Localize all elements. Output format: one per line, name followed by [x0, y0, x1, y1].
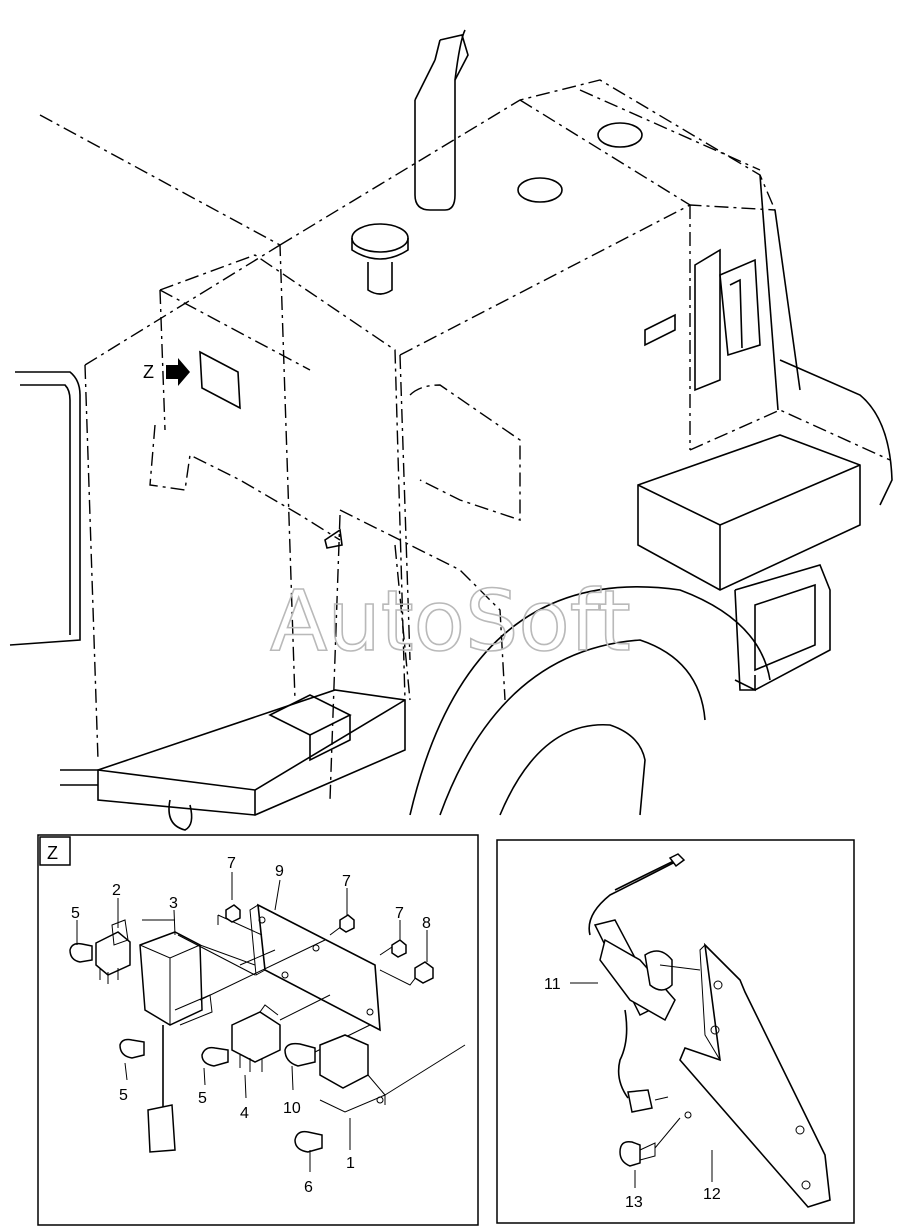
- callout-4: 4: [240, 1105, 249, 1122]
- plate-12: [679, 942, 831, 1208]
- callout-3: 3: [169, 895, 178, 912]
- detail-z-panel: Z: [37, 834, 479, 1226]
- part-3-module: [139, 931, 203, 1026]
- part-4-relay: [231, 1011, 281, 1063]
- machine-overview: Z AutoSoft: [9, 29, 893, 831]
- relay-location-plate: [199, 350, 241, 410]
- nut-8: [414, 961, 434, 984]
- callout-5c: 5: [198, 1090, 207, 1107]
- callout-1: 1: [346, 1155, 355, 1172]
- callout-5a: 5: [71, 905, 80, 922]
- nut-7b: [339, 914, 355, 933]
- view-arrow-icon: [166, 358, 190, 386]
- view-marker-label: Z: [143, 362, 154, 382]
- part-10-bolt: [284, 1042, 316, 1067]
- callout-8: 8: [422, 915, 431, 932]
- callout-7b: 7: [342, 873, 351, 890]
- callout-7c: 7: [395, 905, 404, 922]
- callout-2: 2: [112, 882, 121, 899]
- callout-13: 13: [625, 1194, 643, 1211]
- part-1-buzzer: [319, 1034, 369, 1089]
- callout-12: 12: [703, 1186, 721, 1203]
- callout-5b: 5: [119, 1087, 128, 1104]
- watermark: AutoSoft: [270, 572, 631, 670]
- part-13-bolt: [619, 1140, 641, 1167]
- detail-right-panel: 11 12 13: [496, 839, 855, 1224]
- callout-6: 6: [304, 1179, 313, 1196]
- nut-7c: [391, 939, 407, 958]
- callout-9: 9: [275, 863, 284, 880]
- callout-7a: 7: [227, 855, 236, 872]
- nut-7a: [225, 904, 241, 923]
- callout-10: 10: [283, 1100, 301, 1117]
- bracket-plate: [257, 903, 381, 1032]
- callout-11: 11: [544, 976, 561, 993]
- detail-z-label: Z: [47, 843, 58, 863]
